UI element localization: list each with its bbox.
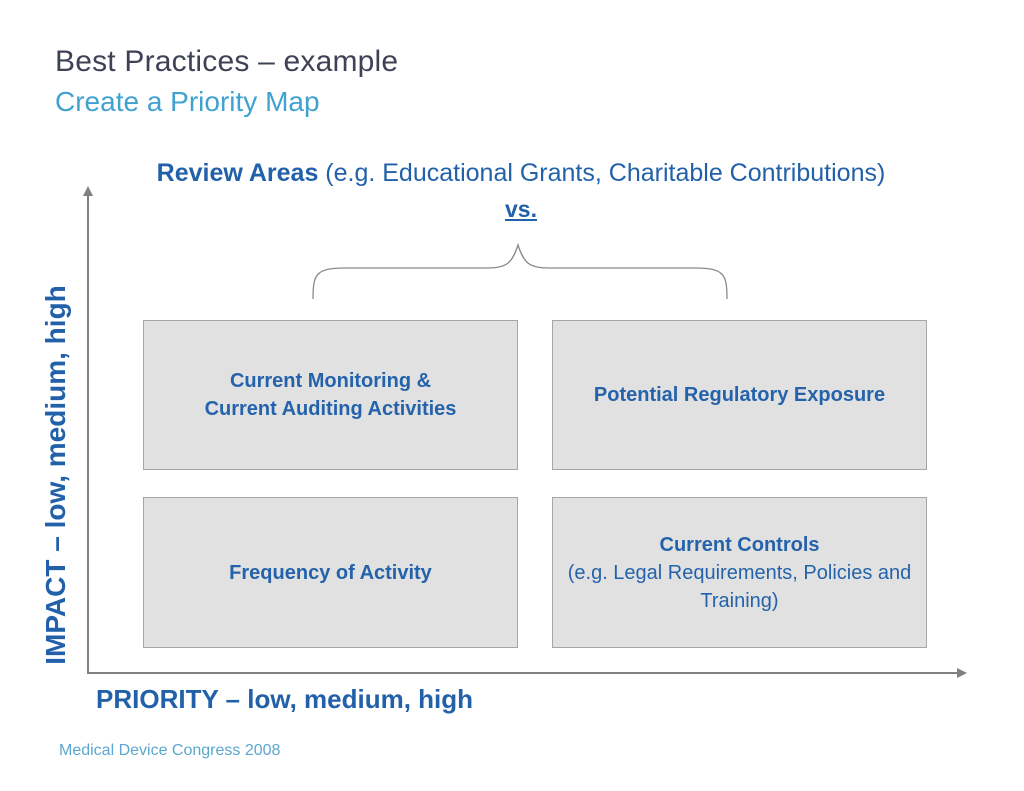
quadrant-top-right: Potential Regulatory Exposure [552, 320, 927, 470]
y-axis-arrow-icon [83, 186, 93, 196]
quadrant-bottom-right: Current Controls (e.g. Legal Requirement… [552, 497, 927, 648]
review-areas-heading-rest: (e.g. Educational Grants, Charitable Con… [318, 159, 886, 187]
footer-text: Medical Device Congress 2008 [59, 742, 281, 759]
quadrant-top-left-line1: Current Monitoring & [229, 370, 432, 392]
quadrant-top-left-line2: Current Auditing Activities [204, 398, 457, 420]
x-axis-arrow-icon [957, 668, 967, 678]
review-areas-heading: Review Areas (e.g. Educational Grants, C… [88, 158, 954, 188]
brace-shape [312, 242, 728, 300]
quadrant-top-left: Current Monitoring & Current Auditing Ac… [143, 320, 518, 470]
quadrant-bottom-left-label: Frequency of Activity [229, 561, 432, 584]
quadrant-bottom-right-bold: Current Controls [659, 533, 820, 556]
quadrant-bottom-left: Frequency of Activity [143, 497, 518, 648]
y-axis-line [87, 195, 89, 673]
slide-title: Best Practices – example [55, 45, 399, 78]
review-areas-heading-bold: Review Areas [156, 159, 319, 187]
y-axis-label: IMPACT – low, medium, high [40, 285, 71, 665]
x-axis-line [87, 672, 959, 674]
vs-label: vs. [505, 196, 537, 222]
quadrant-top-right-label: Potential Regulatory Exposure [593, 384, 886, 406]
slide-subtitle: Create a Priority Map [55, 86, 320, 117]
x-axis-label: PRIORITY – low, medium, high [96, 684, 474, 714]
quadrant-bottom-right-rest: (e.g. Legal Requirements, Policies and T… [567, 561, 912, 612]
